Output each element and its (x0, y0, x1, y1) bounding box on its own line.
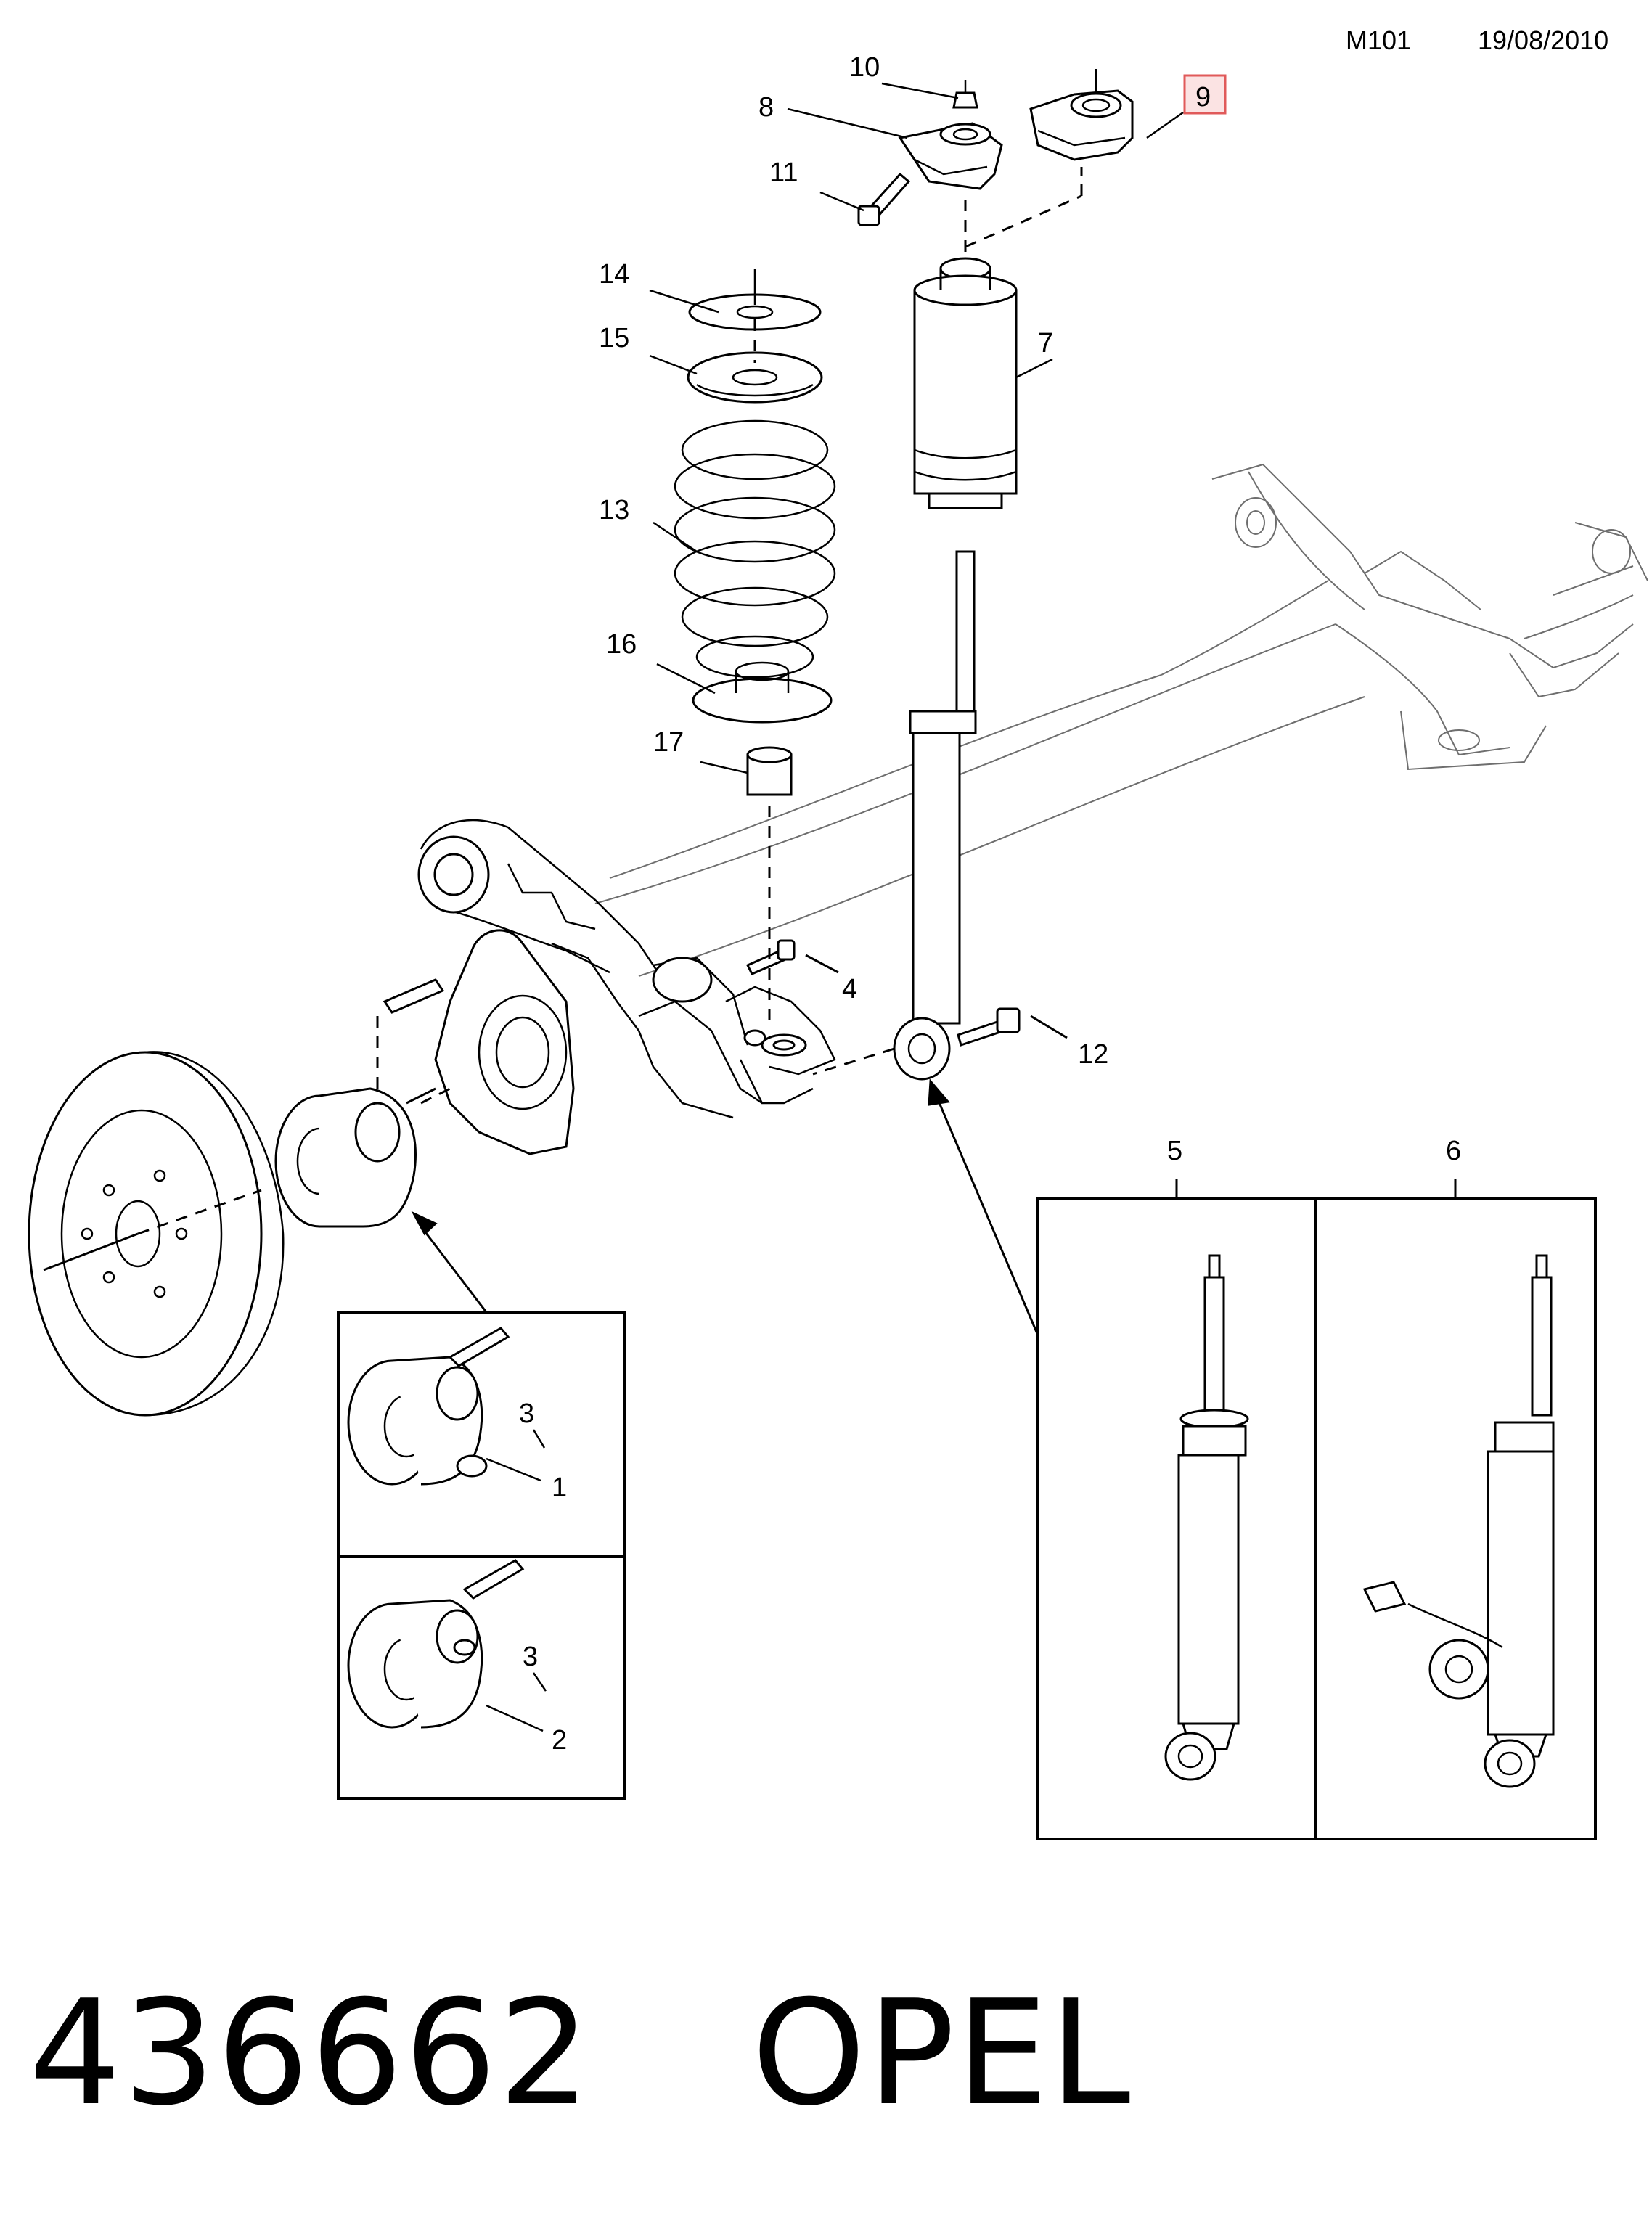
upper-mount-8 (898, 122, 1003, 190)
wheel-hub-main (274, 978, 451, 1228)
callout-6: 6 (1446, 1136, 1461, 1166)
rear-axle-beam (417, 463, 1648, 1155)
callout-9: 9 (1195, 82, 1211, 112)
upper-mount-9 (1029, 69, 1134, 161)
diagram-date: 19/08/2010 (1478, 25, 1608, 55)
callout-13: 13 (599, 495, 629, 525)
hub-1 (347, 1327, 510, 1486)
part-footer: 436662 OPEL (29, 1959, 1626, 2148)
callout-11: 11 (769, 157, 798, 188)
hub-2 (347, 1559, 525, 1729)
callout-14: 14 (599, 259, 629, 290)
guide-line-shock (812, 1047, 895, 1076)
callout-3-top: 3 (519, 1398, 534, 1429)
callout-9-highlight: 9 (1183, 74, 1227, 115)
arrow-to-hub-detail (411, 1211, 488, 1313)
spring-seat-14 (688, 269, 822, 331)
arrow-to-shock-detail (928, 1078, 1039, 1336)
shock-absorber-7 (893, 257, 1018, 1081)
callout-1: 1 (552, 1473, 567, 1503)
hub-detail-box (337, 1311, 626, 1800)
callout-16: 16 (606, 629, 637, 660)
coil-spring-13 (674, 419, 836, 679)
spring-seat-15 (687, 351, 823, 404)
bolt-4 (745, 939, 839, 975)
shock-6 (1362, 1254, 1555, 1788)
callout-12: 12 (1078, 1039, 1108, 1070)
bolt-12 (957, 1007, 1068, 1047)
bolt-11 (857, 172, 911, 226)
shock-detail-box (1036, 1179, 1597, 1840)
bump-stop-17 (746, 746, 793, 796)
callout-3-bottom: 3 (523, 1642, 538, 1672)
callout-17: 17 (653, 727, 684, 758)
nut-10 (952, 80, 978, 109)
callout-8: 8 (758, 92, 774, 123)
part-number: 436662 (29, 1969, 592, 2138)
callout-2: 2 (552, 1725, 567, 1756)
callout-7: 7 (1038, 328, 1053, 359)
guide-line-mount-9 (965, 194, 1082, 248)
callout-10: 10 (849, 52, 880, 83)
spring-seat-16 (692, 661, 833, 724)
callout-15: 15 (599, 323, 629, 353)
callout-4: 4 (842, 974, 857, 1004)
diagram-code: M101 (1346, 25, 1411, 55)
shock-5 (1164, 1254, 1249, 1781)
callout-5: 5 (1167, 1136, 1182, 1166)
leader-lines (649, 82, 1184, 774)
brand-name: OPEL (751, 1969, 1132, 2138)
brake-disc (28, 1051, 285, 1417)
